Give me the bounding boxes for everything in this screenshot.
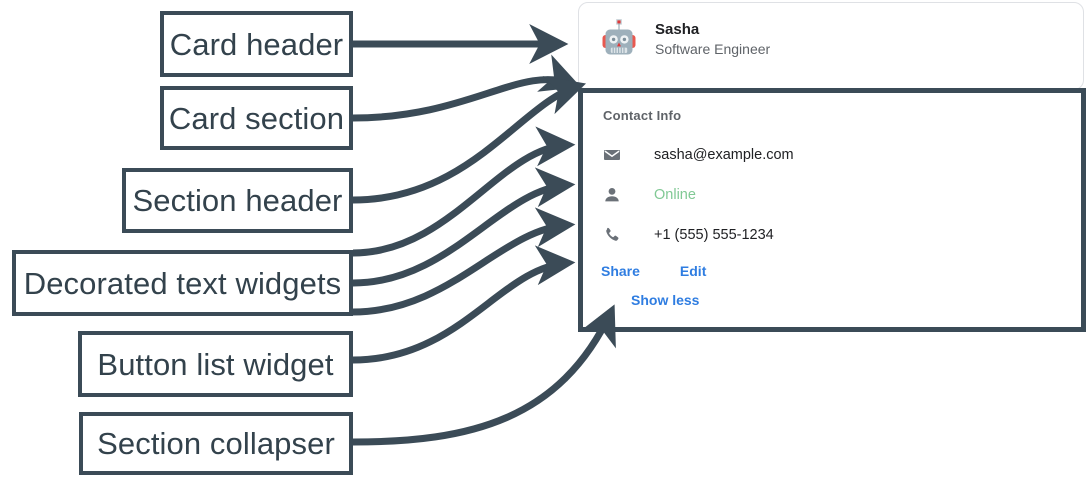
email-value: sasha@example.com [654,146,794,163]
card-header-subtitle: Software Engineer [655,41,771,57]
decorated-text-row-phone: +1 (555) 555-1234 [603,224,1081,246]
demo-card: Sasha Software Engineer Contact Info sas… [578,2,1086,332]
annotation-card-header: Card header [160,11,353,77]
arrow-decorated-text-3 [352,207,576,316]
arrow-decorated-text-1 [352,126,576,257]
annotation-label: Card header [169,26,344,62]
annotation-section-header: Section header [122,168,353,233]
card-header-title: Sasha [655,21,700,38]
card-header: Sasha Software Engineer [579,3,1083,61]
decorated-text-row-status: Online [603,184,1081,206]
edit-button[interactable]: Edit [679,263,707,279]
email-icon [603,146,621,164]
status-value: Online [654,186,696,203]
robot-avatar-icon [597,17,641,61]
show-less-button[interactable]: Show less [631,292,700,308]
phone-value: +1 (555) 555-1234 [654,226,774,243]
button-list-widget: Share Edit [601,260,1081,282]
arrow-section-header [352,76,587,204]
share-button[interactable]: Share [601,263,640,279]
arrow-button-list [352,245,576,364]
card-container: Sasha Software Engineer [578,2,1084,90]
card-header-text: Sasha Software Engineer [655,22,770,56]
arrow-section-collapser [352,304,616,446]
arrow-card-section [352,54,581,122]
annotation-label: Card section [168,100,345,136]
annotation-card-section: Card section [160,86,353,150]
annotation-label: Button list widget [97,346,334,382]
decorated-text-row-email: sasha@example.com [603,144,1081,166]
section-header-title: Contact Info [603,108,682,123]
annotation-decorated-text-widgets: Decorated text widgets [12,250,353,316]
annotation-label: Section collapser [97,426,335,461]
annotation-label: Decorated text widgets [23,265,342,301]
phone-icon [603,226,621,244]
annotation-label: Section header [132,183,343,218]
annotation-section-collapser: Section collapser [79,412,353,475]
arrow-decorated-text-2 [352,167,576,287]
card-section: Contact Info sasha@example.com [578,88,1086,332]
annotation-button-list-widget: Button list widget [78,331,353,397]
section-collapser: Show less [631,292,1081,310]
person-icon [603,186,621,204]
